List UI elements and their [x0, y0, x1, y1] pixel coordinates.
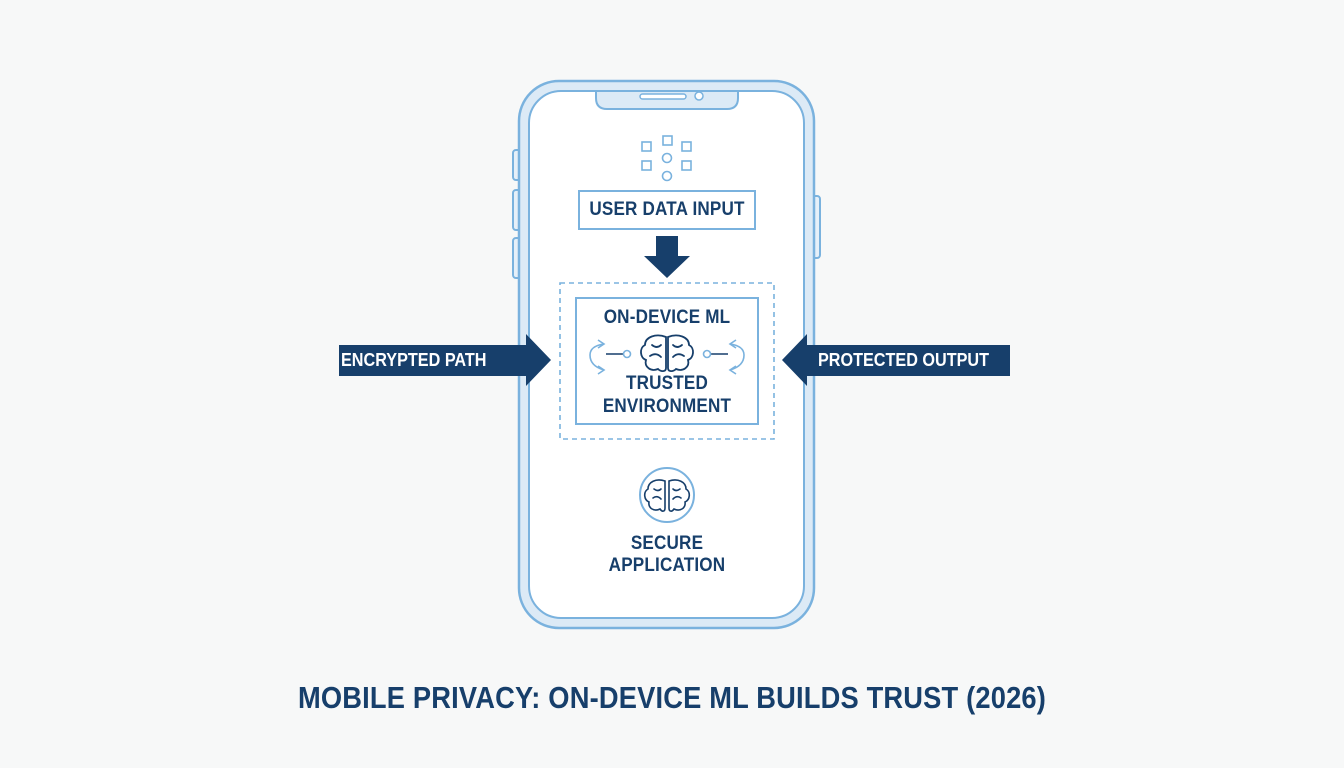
protected-output-arrow — [782, 334, 1010, 386]
phone-camera — [694, 91, 704, 101]
ml-box-line2: TRUSTED — [625, 373, 709, 394]
protected-output-label: PROTECTED OUTPUT — [818, 350, 990, 370]
trusted-boundary — [559, 282, 775, 440]
ml-box — [575, 297, 759, 425]
ml-box-line3: ENVIRONMENT — [602, 396, 732, 417]
secure-app-line1: SECURE — [630, 533, 704, 554]
ml-box-title: ON-DEVICE ML — [603, 307, 731, 328]
secure-app-line2: APPLICATION — [608, 555, 726, 576]
phone-speaker — [639, 93, 687, 100]
encrypted-path-label: ENCRYPTED PATH — [341, 350, 487, 370]
encrypted-path-arrow — [339, 334, 551, 386]
diagram-title: MOBILE PRIVACY: ON-DEVICE ML BUILDS TRUS… — [297, 680, 1047, 715]
data-points-icon — [641, 135, 692, 182]
loop-arrow-icon — [589, 339, 632, 375]
brain-icon — [640, 334, 694, 373]
secure-brain-icon — [639, 467, 695, 523]
loop-arrow-icon-right — [702, 339, 745, 375]
user-data-input-box — [578, 190, 756, 230]
down-arrow-icon — [644, 236, 690, 278]
user-data-input-label: USER DATA INPUT — [589, 199, 745, 220]
